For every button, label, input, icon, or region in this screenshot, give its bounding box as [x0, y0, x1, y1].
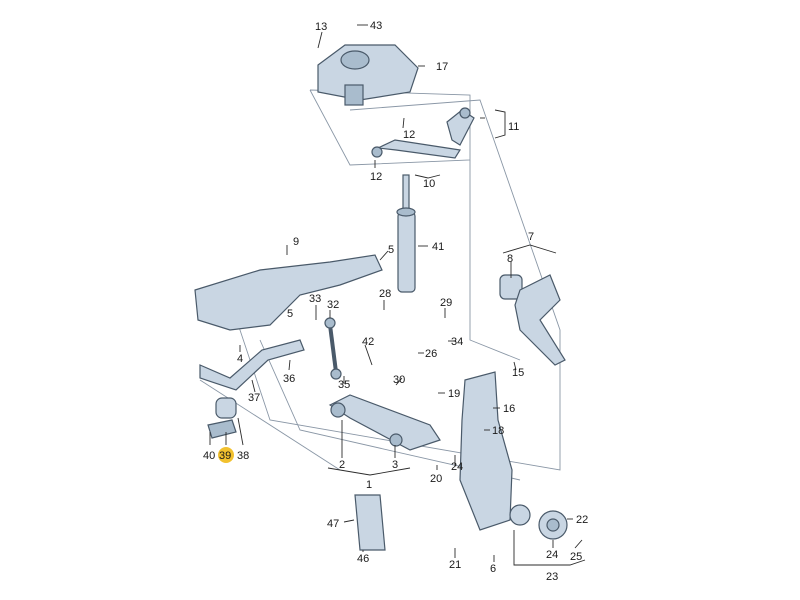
stabilizer-bushing-part [207, 397, 237, 439]
guide-link-part [499, 274, 566, 366]
part-label-17: 17 [436, 61, 448, 73]
part-label-43: 43 [370, 20, 382, 32]
part-number-labels: 13 43 17 12 11 12 10 9 5 41 7 8 33 32 28… [203, 20, 588, 583]
stabilizer-bar-part [199, 339, 305, 391]
part-label-15: 15 [512, 367, 524, 379]
wheel-hub-part [509, 504, 568, 540]
part-label-12: 12 [403, 129, 415, 141]
upper-control-arms [371, 107, 475, 159]
part-label-11: 11 [508, 121, 519, 133]
strut-tower-part [317, 44, 419, 106]
part-label-19: 19 [448, 388, 460, 400]
part-label-32: 32 [327, 299, 339, 311]
part-label-8: 8 [507, 253, 513, 265]
part-label-30: 30 [393, 374, 405, 386]
part-label-29: 29 [440, 297, 452, 309]
highlight-marker [218, 447, 234, 463]
part-label-1: 1 [366, 479, 372, 491]
part-label-35: 35 [338, 379, 350, 391]
part-label-4: 4 [237, 353, 243, 365]
lower-control-arm-part [328, 394, 441, 451]
part-label-22: 22 [576, 514, 588, 526]
leader-lines [209, 24, 586, 566]
part-label-9: 9 [293, 236, 299, 248]
part-label-18: 18 [492, 425, 504, 437]
part-label-6: 6 [490, 563, 496, 575]
part-label-25: 25 [570, 551, 582, 563]
part-label-40: 40 [203, 450, 215, 462]
part-label-41: 41 [432, 241, 444, 253]
part-label-36: 36 [283, 373, 295, 385]
part-label-38: 38 [237, 450, 249, 462]
part-label-10: 10 [423, 178, 435, 190]
coupling-rod-part [324, 317, 342, 380]
part-label-12b: 12 [370, 171, 382, 183]
part-label-2: 2 [339, 459, 345, 471]
part-label-39: 39 [219, 450, 231, 462]
part-label-13: 13 [315, 21, 327, 33]
part-label-47: 47 [327, 518, 339, 530]
wheel-bearing-housing-part [459, 371, 513, 531]
part-label-21: 21 [449, 559, 461, 571]
part-label-46: 46 [357, 553, 369, 565]
part-label-16: 16 [503, 403, 515, 415]
part-label-28: 28 [379, 288, 391, 300]
part-label-24b: 24 [546, 549, 558, 561]
subframe-part [194, 254, 383, 331]
part-label-7: 7 [528, 231, 534, 243]
part-label-34: 34 [451, 336, 463, 348]
shock-absorber-part [396, 174, 416, 293]
part-label-23: 23 [546, 571, 558, 583]
brake-line-bracket-part [354, 494, 386, 551]
part-label-5: 5 [388, 244, 394, 256]
part-label-37: 37 [248, 392, 260, 404]
part-label-20: 20 [430, 473, 442, 485]
part-label-42: 42 [362, 336, 374, 348]
part-label-24: 24 [451, 461, 463, 473]
part-label-26: 26 [425, 348, 437, 360]
part-label-5b: 5 [287, 308, 293, 320]
part-label-3: 3 [392, 459, 398, 471]
part-label-33: 33 [309, 293, 321, 305]
